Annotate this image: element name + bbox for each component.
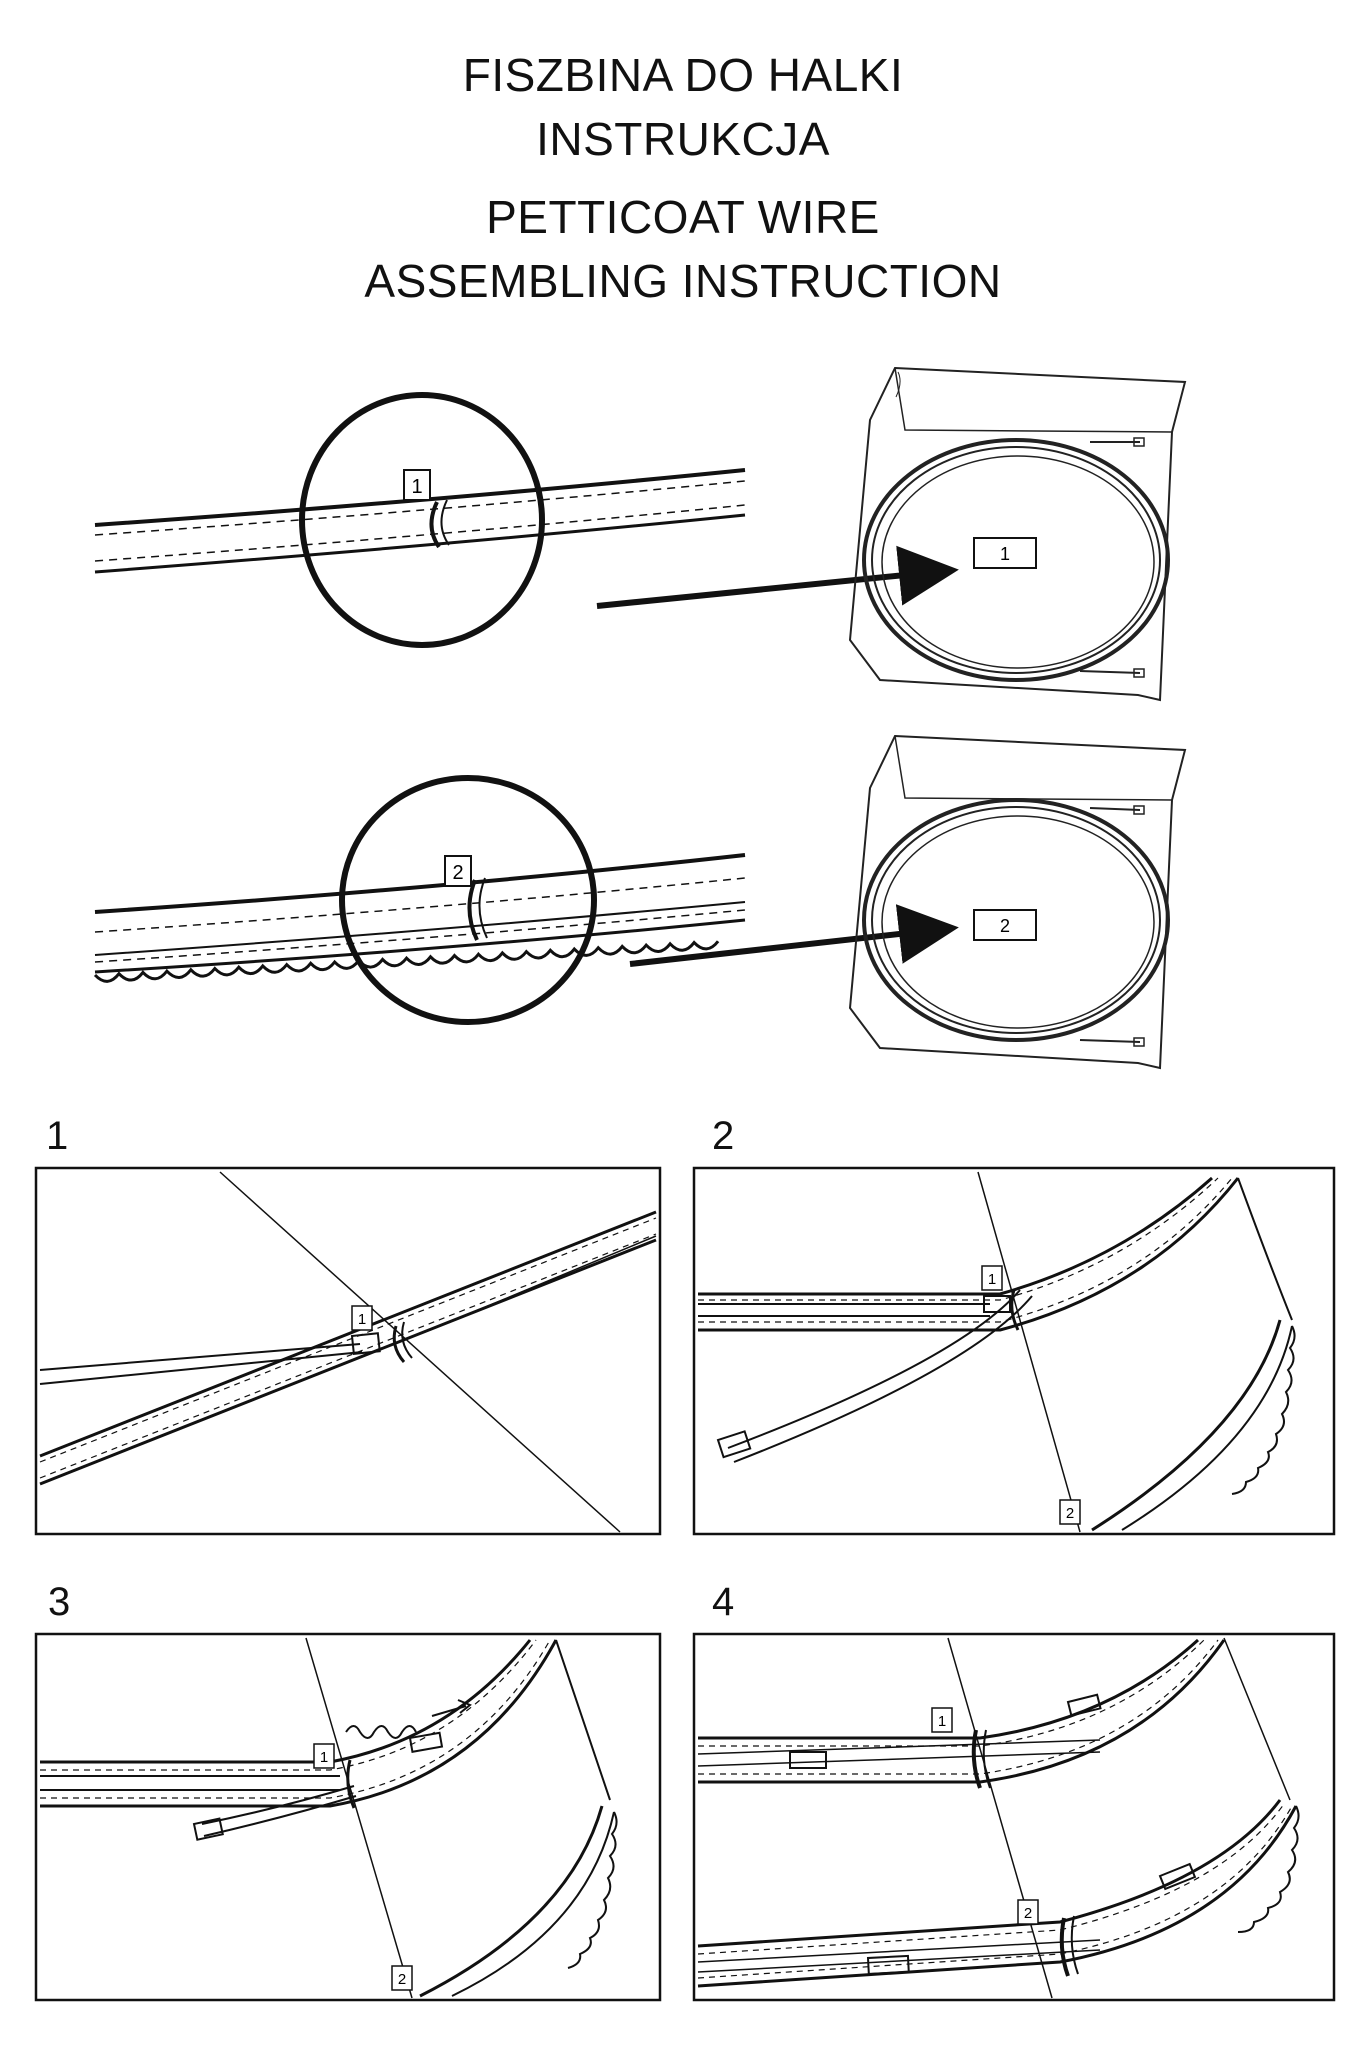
title-polish-line2: INSTRUKCJA — [536, 113, 830, 165]
step-number-1: 1 — [46, 1114, 69, 1158]
panel-frame-2 — [692, 1166, 1336, 1536]
circle-label-2: 2 — [452, 862, 463, 884]
step3-label-2: 2 — [398, 1971, 406, 1988]
title-english-line2: ASSEMBLING INSTRUCTION — [364, 255, 1002, 307]
step-panel-2: 1 2 — [692, 1166, 1336, 1536]
step4-label-2: 2 — [1024, 1905, 1032, 1922]
title-polish-line1: FISZBINA DO HALKI — [462, 49, 904, 101]
step-panel-1: 1 — [34, 1166, 662, 1536]
petticoat-band-2 — [93, 853, 746, 983]
bag-label-2: 2 — [1000, 916, 1010, 936]
bag-label-1: 1 — [1000, 544, 1010, 564]
bag-label-box-2: 2 — [973, 909, 1037, 941]
overview-row-2: 2 2 — [93, 734, 1187, 1070]
step2-label-2: 2 — [1066, 1505, 1074, 1522]
step1-label-1: 1 — [358, 1311, 366, 1328]
step-panel-4: 1 2 — [692, 1632, 1336, 2002]
label-box-1: 1 — [403, 469, 431, 501]
arrow-1 — [596, 545, 959, 609]
magnifier-circle-2 — [339, 775, 597, 1025]
step-panel-3: 1 2 — [34, 1632, 662, 2002]
overview-row-1: 1 1 — [94, 366, 1187, 702]
wire-bag-2 — [848, 734, 1187, 1070]
panel-frame-3 — [34, 1632, 662, 2002]
arrow-2 — [629, 904, 959, 967]
step-number-2: 2 — [712, 1114, 735, 1158]
petticoat-band-1 — [94, 468, 746, 574]
circle-label-1: 1 — [411, 476, 422, 498]
step-number-4: 4 — [712, 1580, 735, 1624]
panel-frame-1 — [34, 1166, 662, 1536]
step4-label-1: 1 — [938, 1713, 946, 1730]
title-english-line1: PETTICOAT WIRE — [486, 191, 880, 243]
step2-label-1: 1 — [988, 1271, 996, 1288]
wire-bag-1 — [848, 366, 1187, 702]
step3-label-1: 1 — [320, 1749, 328, 1766]
magnifier-circle-1 — [299, 392, 545, 648]
label-box-2: 2 — [444, 855, 472, 887]
bag-label-box-1: 1 — [973, 537, 1037, 569]
step-number-3: 3 — [48, 1580, 71, 1624]
